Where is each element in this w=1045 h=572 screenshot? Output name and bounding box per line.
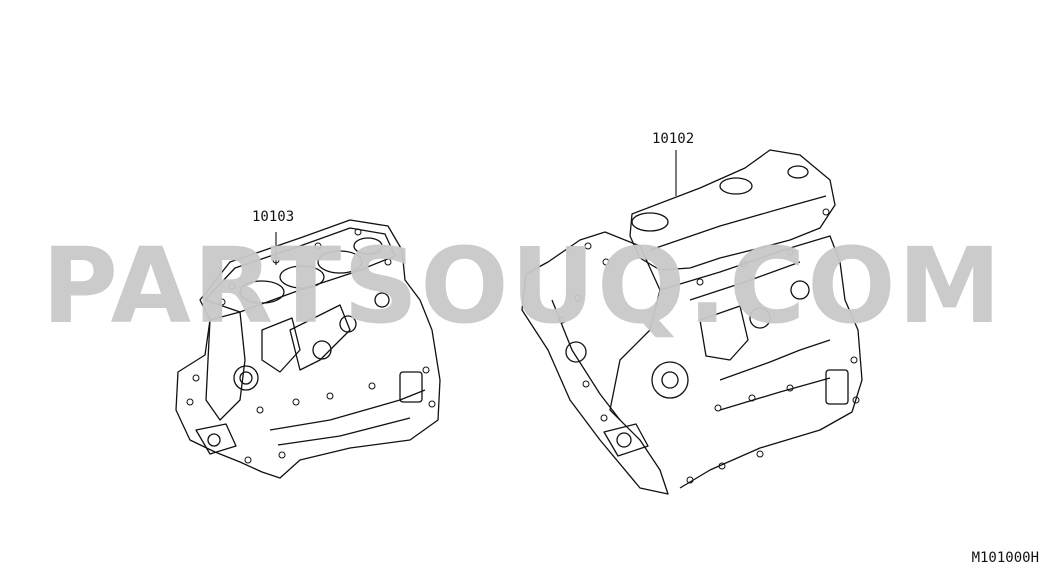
part-callout-10103[interactable]: 10103: [252, 209, 295, 225]
part-callout-10102[interactable]: 10102: [652, 131, 695, 147]
diagram-code: M101000H: [971, 550, 1039, 566]
